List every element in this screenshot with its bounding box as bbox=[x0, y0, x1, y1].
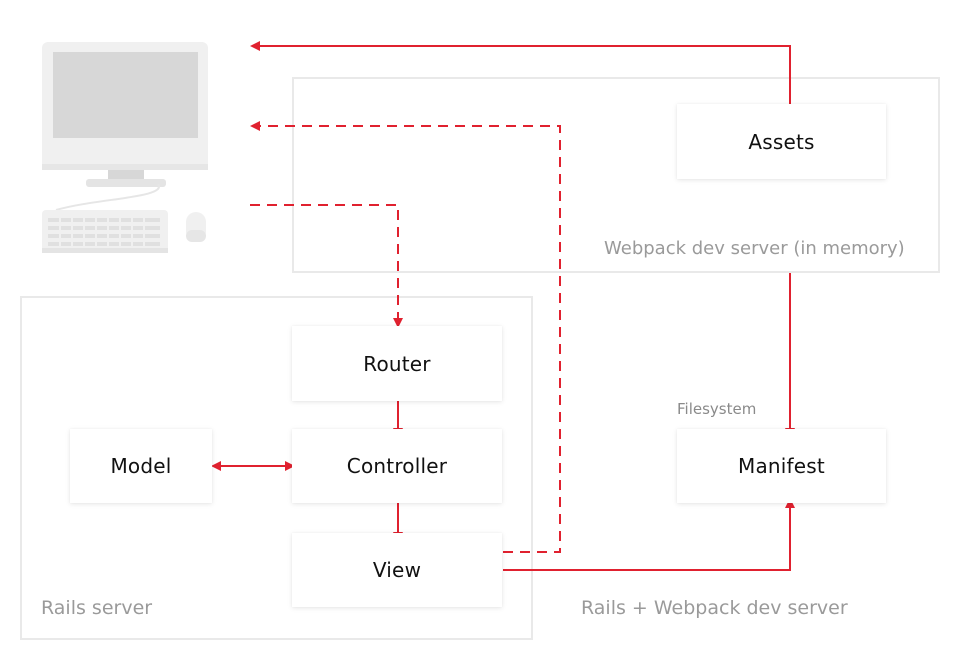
model-node: Model bbox=[70, 429, 212, 503]
arrow-computer-to-router bbox=[250, 204, 403, 328]
webpack-dev-server-label: Webpack dev server (in memory) bbox=[604, 238, 905, 259]
controller-node: Controller bbox=[292, 429, 502, 503]
arrow-view-to-computer bbox=[250, 121, 561, 553]
rails-webpack-dev-server-label: Rails + Webpack dev server bbox=[581, 597, 848, 619]
rails-server-label: Rails server bbox=[41, 597, 153, 619]
webpack-dev-server-group bbox=[292, 77, 940, 273]
desktop-computer-icon bbox=[42, 42, 208, 253]
arrow-assets-to-computer bbox=[250, 41, 791, 104]
view-node: View bbox=[292, 533, 502, 607]
arrow-view-to-manifest bbox=[503, 498, 795, 571]
router-node: Router bbox=[292, 326, 502, 401]
rails-server-group bbox=[20, 296, 533, 640]
manifest-node: Manifest bbox=[677, 429, 886, 503]
filesystem-label: Filesystem bbox=[677, 400, 757, 418]
assets-node: Assets bbox=[677, 104, 886, 179]
